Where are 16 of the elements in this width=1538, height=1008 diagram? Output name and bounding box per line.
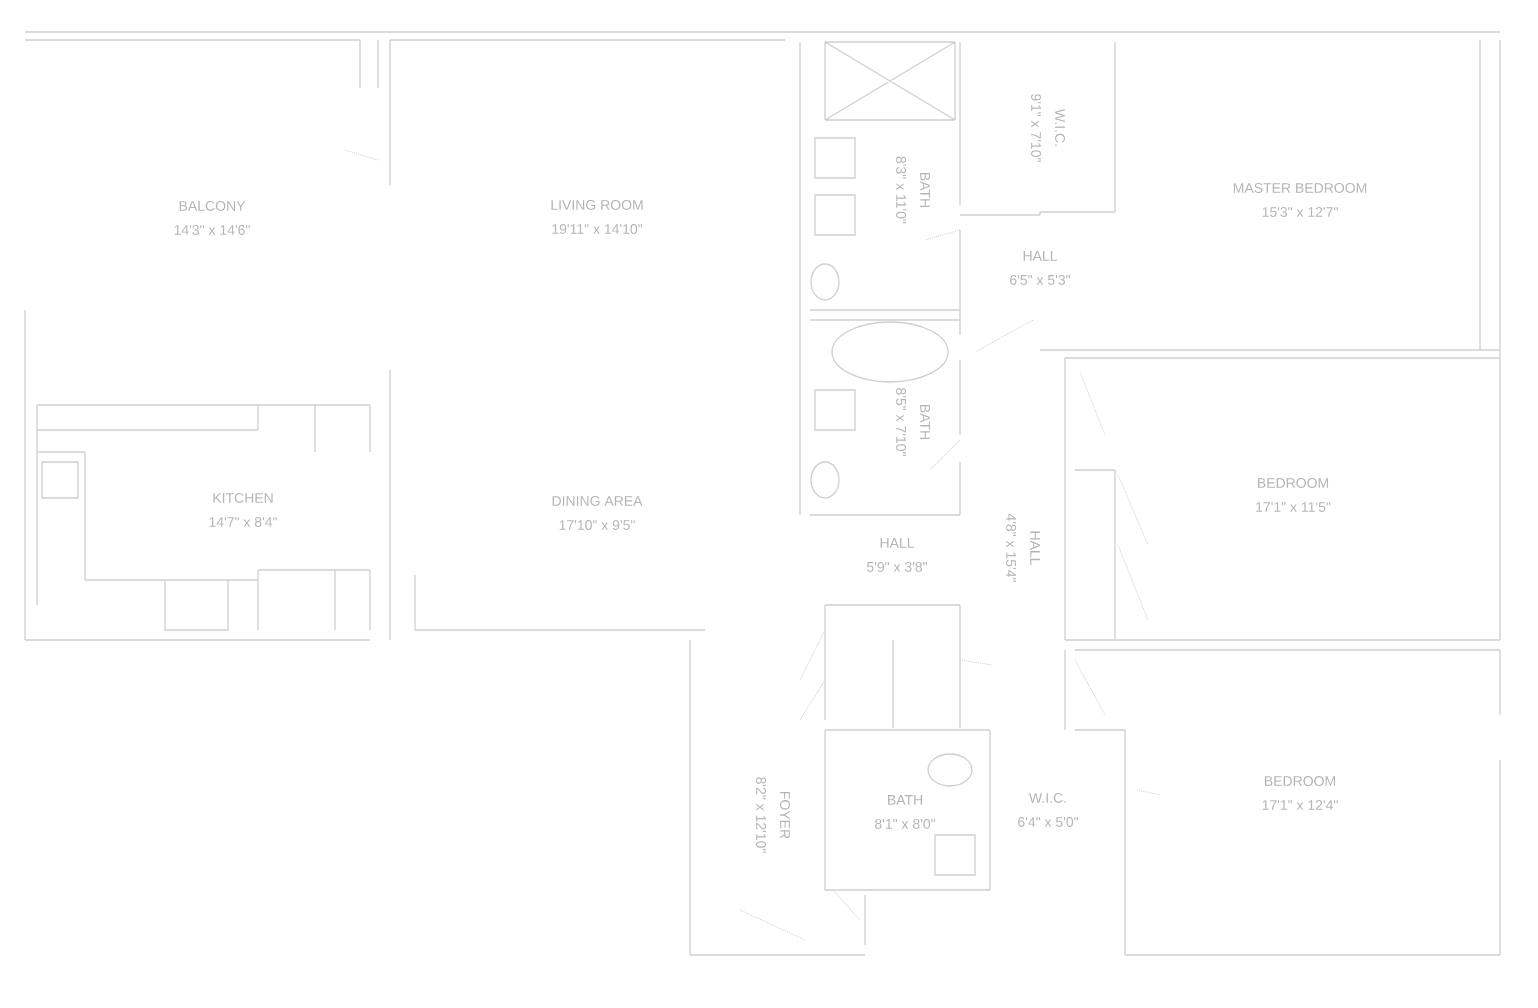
room-label: DINING AREA 17'10" x 9'5" [552, 496, 643, 530]
room-label: BATH 8'3" x 11'0" [896, 156, 930, 224]
room-label: BATH 8'1" x 8'0" [875, 795, 935, 829]
room-label: HALL 5'9" x 3'8" [866, 538, 927, 572]
room-label: LIVING ROOM 19'11" x 14'10" [551, 200, 643, 234]
room-label: KITCHEN 14'7" x 8'4" [209, 493, 277, 527]
room-label: BATH 8'5" x 7'10" [896, 388, 930, 456]
room-label: W.I.C. 9'1" x 7'10" [1031, 94, 1065, 162]
room-label: BEDROOM 17'1" x 12'4" [1262, 776, 1338, 810]
room-label: HALL 4'8" x 15'4" [1006, 513, 1040, 582]
room-label: BALCONY 14'3" x 14'6" [174, 201, 250, 235]
room-label: MASTER BEDROOM 15'3" x 12'7" [1233, 183, 1367, 217]
room-label: BEDROOM 17'1" x 11'5" [1256, 478, 1331, 512]
room-label: FOYER 8'2" x 12'10" [756, 777, 790, 853]
room-label: W.I.C. 6'4" x 5'0" [1018, 793, 1078, 827]
room-label: HALL 6'5" x 5'3" [1010, 251, 1070, 285]
